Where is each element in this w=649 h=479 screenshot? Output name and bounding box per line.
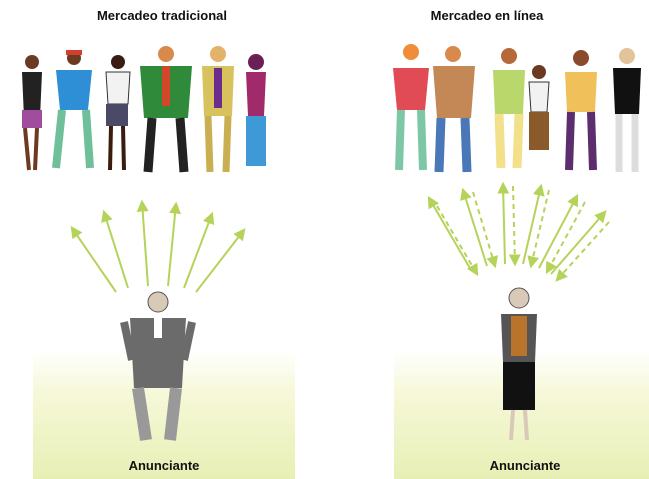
arrow xyxy=(70,226,117,293)
arrow xyxy=(183,211,215,289)
person-figure xyxy=(202,46,234,173)
arrow-return xyxy=(527,189,550,269)
online-illustration xyxy=(393,44,641,282)
traditional-panel: Mercadeo tradicional xyxy=(0,0,324,479)
advertiser-label: Anunciante xyxy=(489,458,561,473)
person-figure xyxy=(105,55,131,171)
person-figure xyxy=(140,46,192,173)
person-figure xyxy=(528,65,550,150)
online-title: Mercadeo en línea xyxy=(430,8,544,23)
arrow-return xyxy=(436,205,479,277)
arrow xyxy=(497,181,510,265)
arrow xyxy=(136,199,149,287)
arrow xyxy=(550,210,607,275)
interactive-arrows xyxy=(427,181,610,282)
person-figure xyxy=(433,46,475,173)
arrow-return xyxy=(545,201,586,275)
person-figure xyxy=(393,44,429,171)
advertiser-label: Anunciante xyxy=(128,458,200,473)
broadcast-arrows xyxy=(70,199,246,293)
arrow xyxy=(538,193,579,269)
person-figure xyxy=(493,48,525,169)
traditional-title: Mercadeo tradicional xyxy=(96,8,228,23)
arrow-return xyxy=(508,185,521,267)
person-figure xyxy=(22,55,42,171)
person-figure xyxy=(565,50,597,171)
arrow-return xyxy=(472,191,499,269)
online-panel: Mercadeo en línea xyxy=(325,0,649,479)
arrow xyxy=(522,183,545,265)
arrow xyxy=(427,195,472,271)
person-figure xyxy=(613,48,641,172)
audience-group xyxy=(22,46,266,173)
advertiser-figure xyxy=(120,291,196,441)
arrow xyxy=(101,209,129,289)
arrow-return xyxy=(555,221,610,282)
arrow xyxy=(460,187,488,267)
person-figure xyxy=(52,50,94,169)
arrow xyxy=(195,228,246,293)
audience-group xyxy=(393,44,641,173)
traditional-illustration xyxy=(22,46,266,293)
person-figure xyxy=(246,54,266,166)
arrow xyxy=(167,201,182,287)
advertiser-figure xyxy=(501,287,537,441)
